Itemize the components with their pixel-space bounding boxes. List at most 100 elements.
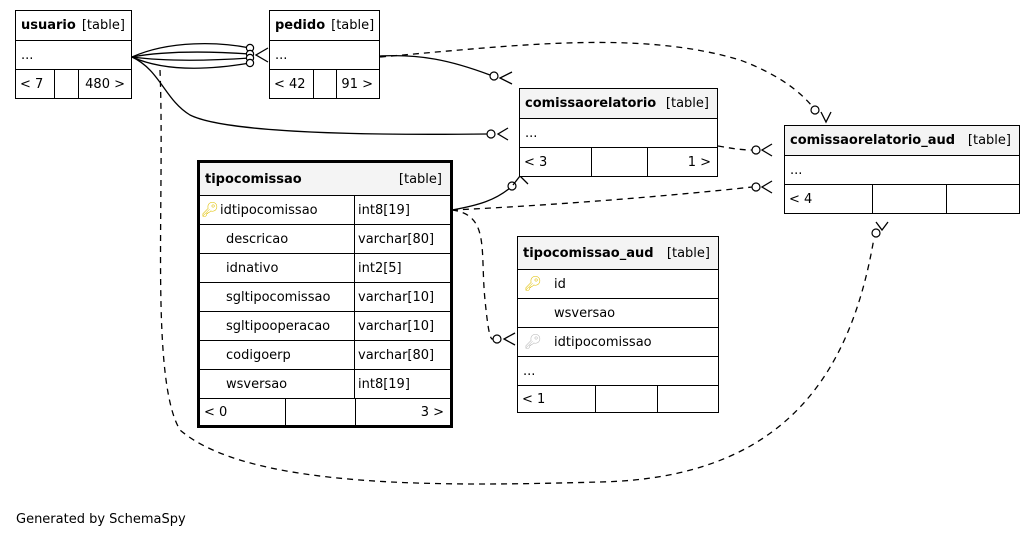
link-usuario-comissaorelatorio bbox=[131, 56, 488, 135]
crow-circle bbox=[245, 58, 255, 68]
table-tipocomissao[interactable]: tipocomissao [table] 🔑︎ idtipocomissao i… bbox=[197, 160, 453, 428]
column-name: sgltipooperacao bbox=[226, 318, 331, 334]
crow-circle bbox=[751, 182, 761, 192]
ellipsis-row: ... bbox=[270, 40, 379, 69]
table-type: [table] bbox=[665, 96, 709, 111]
link-tipocomissao-comissaorelatorio bbox=[451, 187, 511, 211]
parents-count: < 3 bbox=[524, 154, 548, 170]
ellipsis-text: ... bbox=[525, 125, 538, 141]
crow-foot bbox=[496, 127, 509, 141]
ellipsis-text: ... bbox=[790, 162, 803, 178]
table-type: [table] bbox=[967, 133, 1011, 148]
link-pedido-comissaorelatorio bbox=[379, 55, 491, 76]
parents-count: < 7 bbox=[20, 76, 44, 92]
table-tipocomissao-aud[interactable]: tipocomissao_aud [table] 🔑︎ id wsversao … bbox=[517, 236, 719, 413]
link-pedido-comissaorelatorio-aud bbox=[379, 41, 813, 107]
column-type: varchar[10] bbox=[358, 318, 435, 334]
link-usuario-pedido-3 bbox=[131, 56, 251, 61]
table-pedido[interactable]: pedido [table] ... < 42 91 > bbox=[269, 10, 380, 99]
column-name: idtipocomissao bbox=[554, 334, 652, 350]
crow-foot bbox=[502, 332, 516, 346]
table-type: [table] bbox=[666, 245, 710, 261]
column-name: idnativo bbox=[226, 260, 279, 276]
row-count bbox=[872, 185, 946, 213]
column-row: wsversao bbox=[518, 298, 718, 327]
stats-row: < 0 3 > bbox=[200, 398, 450, 425]
link-tipocomissao-tipocomissao-aud bbox=[451, 209, 494, 340]
crow-foot bbox=[760, 143, 773, 157]
column-name: descricao bbox=[226, 231, 289, 247]
column-row: 🔑︎ id bbox=[518, 269, 718, 298]
column-row: 🔑︎ idtipocomissao bbox=[518, 327, 718, 356]
ellipsis-row: ... bbox=[16, 40, 131, 69]
column-row: sgltipocomissao varchar[10] bbox=[200, 282, 450, 311]
crow-circle bbox=[486, 129, 496, 139]
column-type: int8[19] bbox=[358, 202, 410, 218]
column-row: wsversao int8[19] bbox=[200, 369, 450, 398]
children-count: 480 > bbox=[78, 70, 131, 98]
table-header: tipocomissao [table] bbox=[200, 163, 450, 195]
column-type: varchar[80] bbox=[358, 347, 435, 363]
column-type: varchar[80] bbox=[358, 231, 435, 247]
column-type: varchar[10] bbox=[358, 289, 435, 305]
crow-foot bbox=[820, 111, 832, 124]
table-name: usuario bbox=[21, 18, 76, 33]
column-name: id bbox=[554, 276, 566, 292]
row-count bbox=[54, 70, 78, 98]
crow-circle bbox=[489, 71, 499, 81]
table-name: tipocomissao_aud bbox=[523, 245, 654, 261]
link-comissaorelatorio-comissaorelatorio-aud bbox=[717, 145, 753, 151]
crow-circle bbox=[871, 228, 881, 238]
parents-count: < 0 bbox=[204, 404, 228, 420]
table-type: [table] bbox=[398, 171, 442, 187]
stats-row: < 3 1 > bbox=[520, 147, 717, 176]
column-row: 🔑︎ idtipocomissao int8[19] bbox=[200, 195, 450, 224]
crow-circle bbox=[810, 105, 820, 115]
parents-count: < 42 bbox=[274, 76, 306, 92]
parents-count: < 4 bbox=[789, 191, 813, 207]
primary-key-icon: 🔑︎ bbox=[201, 202, 219, 218]
table-type: [table] bbox=[331, 18, 375, 33]
parents-count: < 1 bbox=[522, 391, 546, 407]
column-name: codigoerp bbox=[226, 347, 291, 363]
row-count bbox=[313, 70, 336, 98]
ellipsis-text: ... bbox=[21, 47, 34, 63]
children-count: 91 > bbox=[336, 70, 379, 98]
row-count bbox=[595, 386, 657, 412]
children-count bbox=[657, 386, 718, 412]
column-type: int8[19] bbox=[358, 376, 410, 392]
row-count bbox=[285, 399, 355, 425]
table-header: comissaorelatorio_aud [table] bbox=[785, 126, 1019, 155]
column-name: idtipocomissao bbox=[220, 202, 318, 218]
crow-foot bbox=[760, 180, 773, 194]
column-row: idnativo int2[5] bbox=[200, 253, 450, 282]
stats-row: < 7 480 > bbox=[16, 69, 131, 98]
link-usuario-comissaorelatorio-aud bbox=[159, 69, 875, 485]
row-count bbox=[591, 148, 647, 176]
table-header: usuario [table] bbox=[16, 11, 131, 40]
crow-circle bbox=[751, 145, 761, 155]
table-name: comissaorelatorio bbox=[525, 96, 657, 111]
column-name: wsversao bbox=[226, 376, 288, 392]
table-comissaorelatorio[interactable]: comissaorelatorio [table] ... < 3 1 > bbox=[519, 88, 718, 177]
column-row: descricao varchar[80] bbox=[200, 224, 450, 253]
children-count: 3 > bbox=[355, 399, 450, 425]
table-comissaorelatorio-aud[interactable]: comissaorelatorio_aud [table] ... < 4 bbox=[784, 125, 1020, 214]
children-count bbox=[946, 185, 1019, 213]
generated-by-footer: Generated by SchemaSpy bbox=[16, 512, 186, 527]
table-header: tipocomissao_aud [table] bbox=[518, 237, 718, 269]
table-header: pedido [table] bbox=[270, 11, 379, 40]
ellipsis-row: ... bbox=[785, 155, 1019, 184]
column-type: int2[5] bbox=[358, 260, 402, 276]
link-usuario-pedido-1 bbox=[131, 43, 251, 58]
children-count: 1 > bbox=[647, 148, 717, 176]
table-name: tipocomissao bbox=[205, 171, 302, 187]
column-row: sgltipooperacao varchar[10] bbox=[200, 311, 450, 340]
table-header: comissaorelatorio [table] bbox=[520, 89, 717, 118]
table-usuario[interactable]: usuario [table] ... < 7 480 > bbox=[15, 10, 132, 99]
crow-foot bbox=[875, 221, 889, 232]
crow-circle bbox=[492, 334, 502, 344]
ellipsis-text: ... bbox=[275, 47, 288, 63]
stats-row: < 42 91 > bbox=[270, 69, 379, 98]
